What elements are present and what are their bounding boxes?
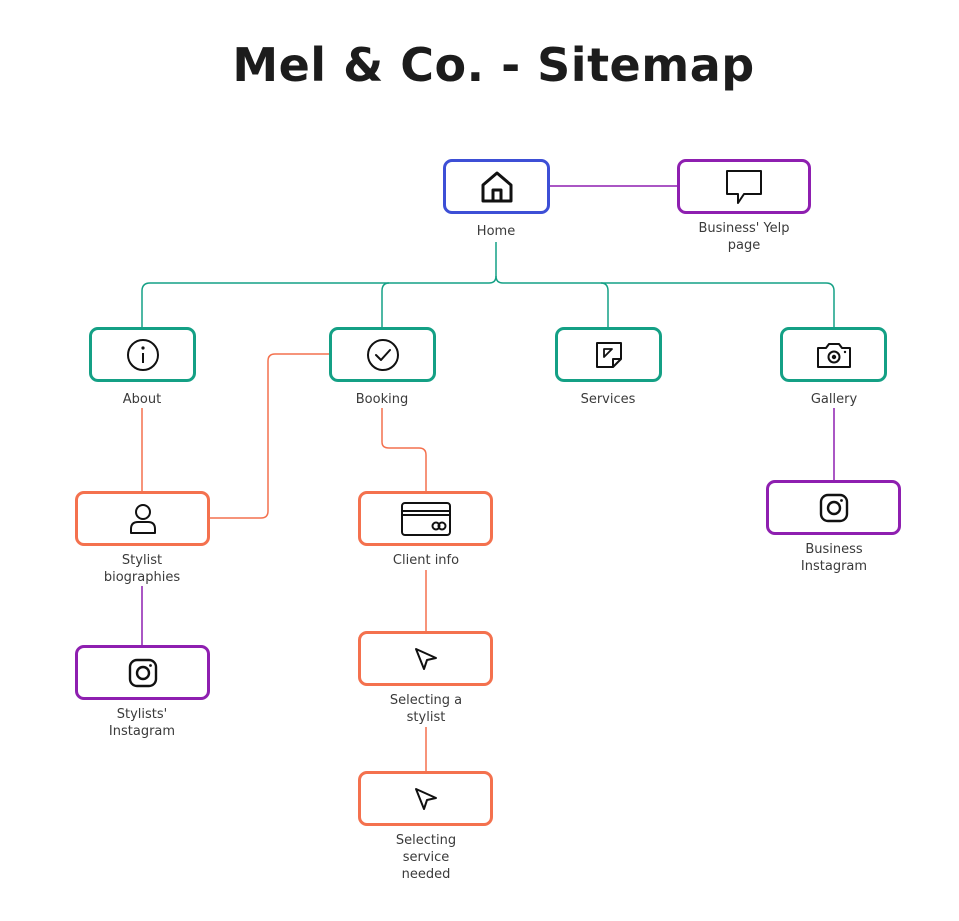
yelp-label: Business' Yelp page (698, 221, 790, 253)
selecting-stylist-label: Selecting a stylist (389, 693, 463, 725)
client-info-label: Client info (392, 553, 460, 568)
cursor-icon (414, 647, 437, 670)
stylists-instagram-node[interactable] (75, 645, 210, 700)
connector-bios-booking (209, 353, 330, 519)
connector-home-bus (141, 242, 497, 329)
services-label: Services (580, 392, 636, 407)
about-label: About (122, 392, 162, 407)
credit-card-icon (400, 501, 451, 536)
instagram-icon (128, 658, 157, 687)
camera-icon (816, 342, 851, 368)
info-icon (126, 338, 159, 371)
gallery-node[interactable] (780, 327, 887, 382)
selecting-stylist-node[interactable] (358, 631, 493, 686)
stylist-biographies-label: Stylist biographies (103, 553, 181, 585)
about-node[interactable] (89, 327, 196, 382)
stylists-instagram-label: Stylists' Instagram (108, 707, 176, 739)
yelp-node[interactable] (677, 159, 811, 214)
home-label: Home (476, 224, 516, 239)
booking-node[interactable] (329, 327, 436, 382)
note-icon (595, 341, 622, 368)
home-node[interactable] (443, 159, 550, 214)
connector-bus-right (495, 275, 835, 329)
gallery-label: Gallery (810, 392, 858, 407)
user-icon (129, 503, 156, 534)
client-info-node[interactable] (358, 491, 493, 546)
stylist-biographies-node[interactable] (75, 491, 210, 546)
connector-bus-booking (381, 282, 390, 329)
booking-label: Booking (355, 392, 409, 407)
speech-bubble-icon (726, 169, 762, 204)
selecting-service-label: Selecting service needed (395, 833, 457, 882)
page-title: Mel & Co. - Sitemap (232, 38, 755, 92)
business-instagram-node[interactable] (766, 480, 901, 535)
connector-bus-services (600, 282, 609, 329)
instagram-icon (819, 493, 848, 522)
check-circle-icon (366, 338, 399, 371)
business-instagram-label: Business Instagram (800, 542, 868, 574)
home-icon (481, 171, 512, 202)
connector-booking-client (381, 408, 427, 492)
selecting-service-node[interactable] (358, 771, 493, 826)
cursor-icon (414, 787, 437, 810)
services-node[interactable] (555, 327, 662, 382)
